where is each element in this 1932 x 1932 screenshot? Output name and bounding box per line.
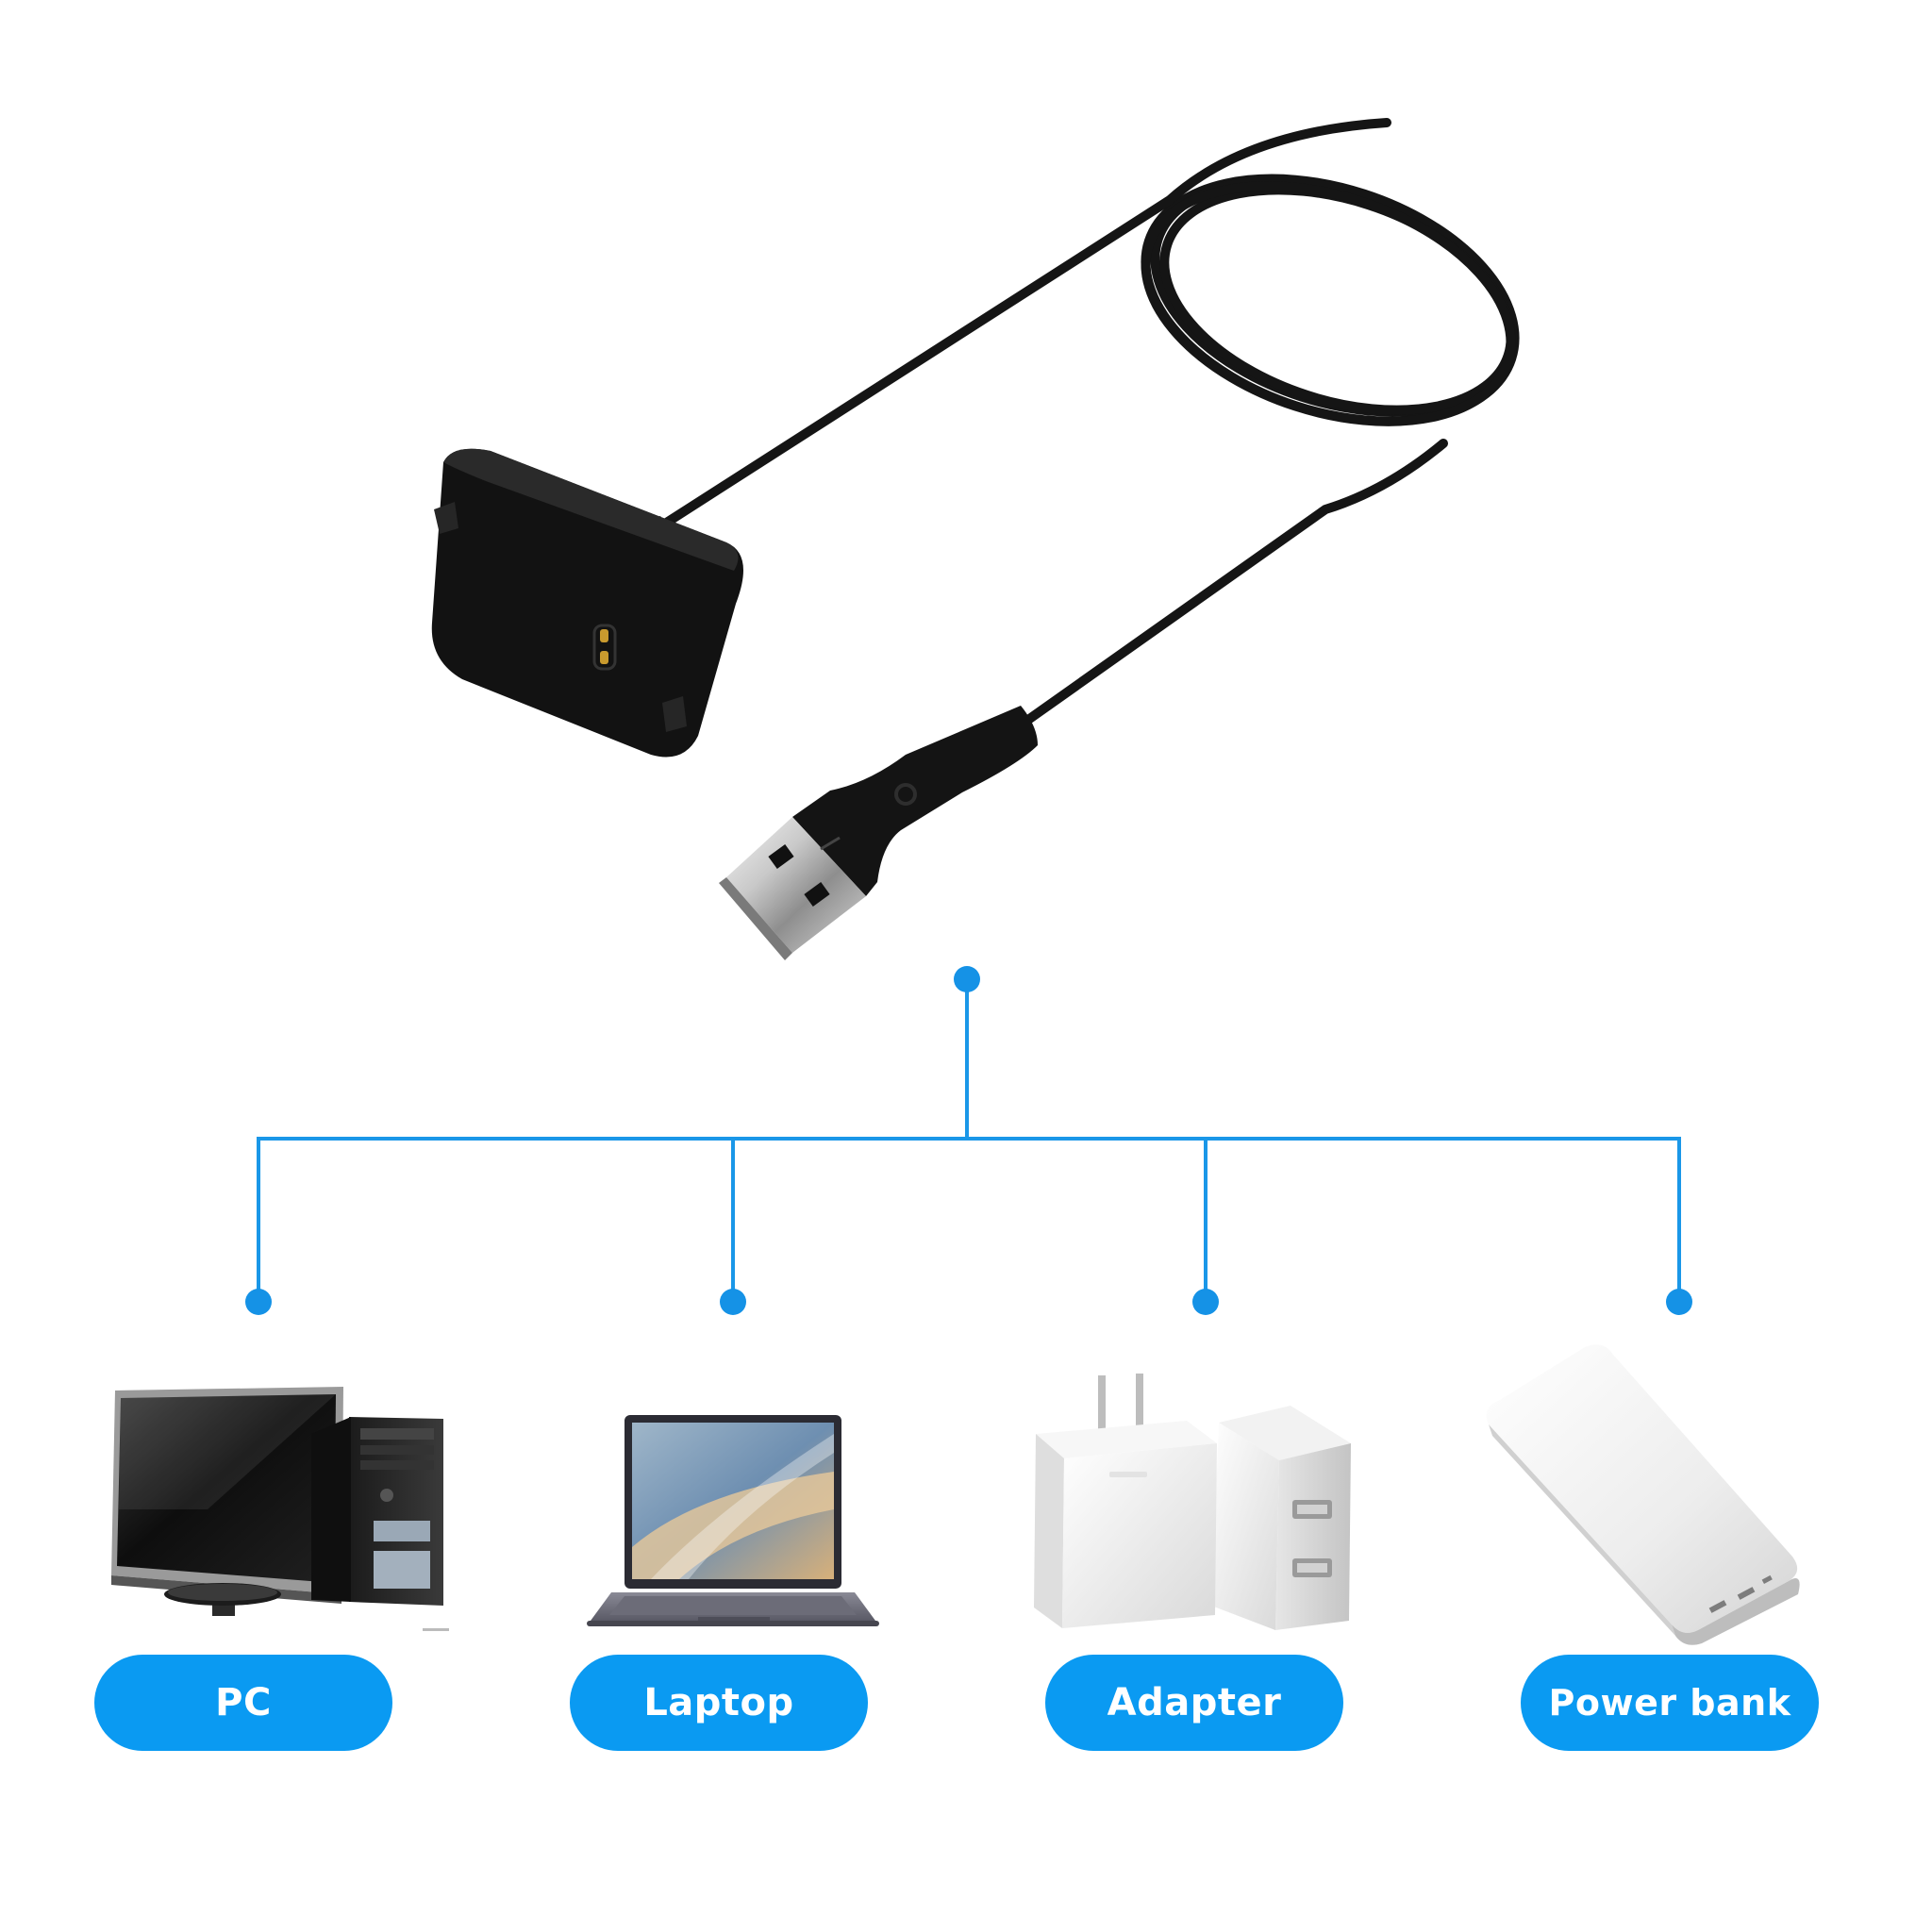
usb-charging-cable-icon: [431, 118, 1520, 960]
charging-dock-icon: [431, 448, 743, 758]
label-pill-power-bank: Power bank: [1521, 1655, 1819, 1751]
power-bank-icon: [1486, 1344, 1800, 1645]
label-pill-adapter: Adapter: [1045, 1655, 1343, 1751]
connector-tree: [257, 979, 1681, 1302]
laptop-icon: [587, 1415, 879, 1626]
label-pill-laptop: Laptop: [570, 1655, 868, 1751]
label-pill-pc: PC: [94, 1655, 392, 1751]
desktop-pc-icon: [111, 1387, 449, 1631]
usb-plug-icon: [719, 706, 1038, 960]
connector-dot-adapter: [1192, 1289, 1219, 1315]
connector-dot-powerbank: [1666, 1289, 1692, 1315]
usb-wall-adapter-icon: [1034, 1374, 1351, 1630]
connector-dot-laptop: [720, 1289, 746, 1315]
connector-dot-pc: [245, 1289, 272, 1315]
connector-root-dot: [954, 966, 980, 992]
